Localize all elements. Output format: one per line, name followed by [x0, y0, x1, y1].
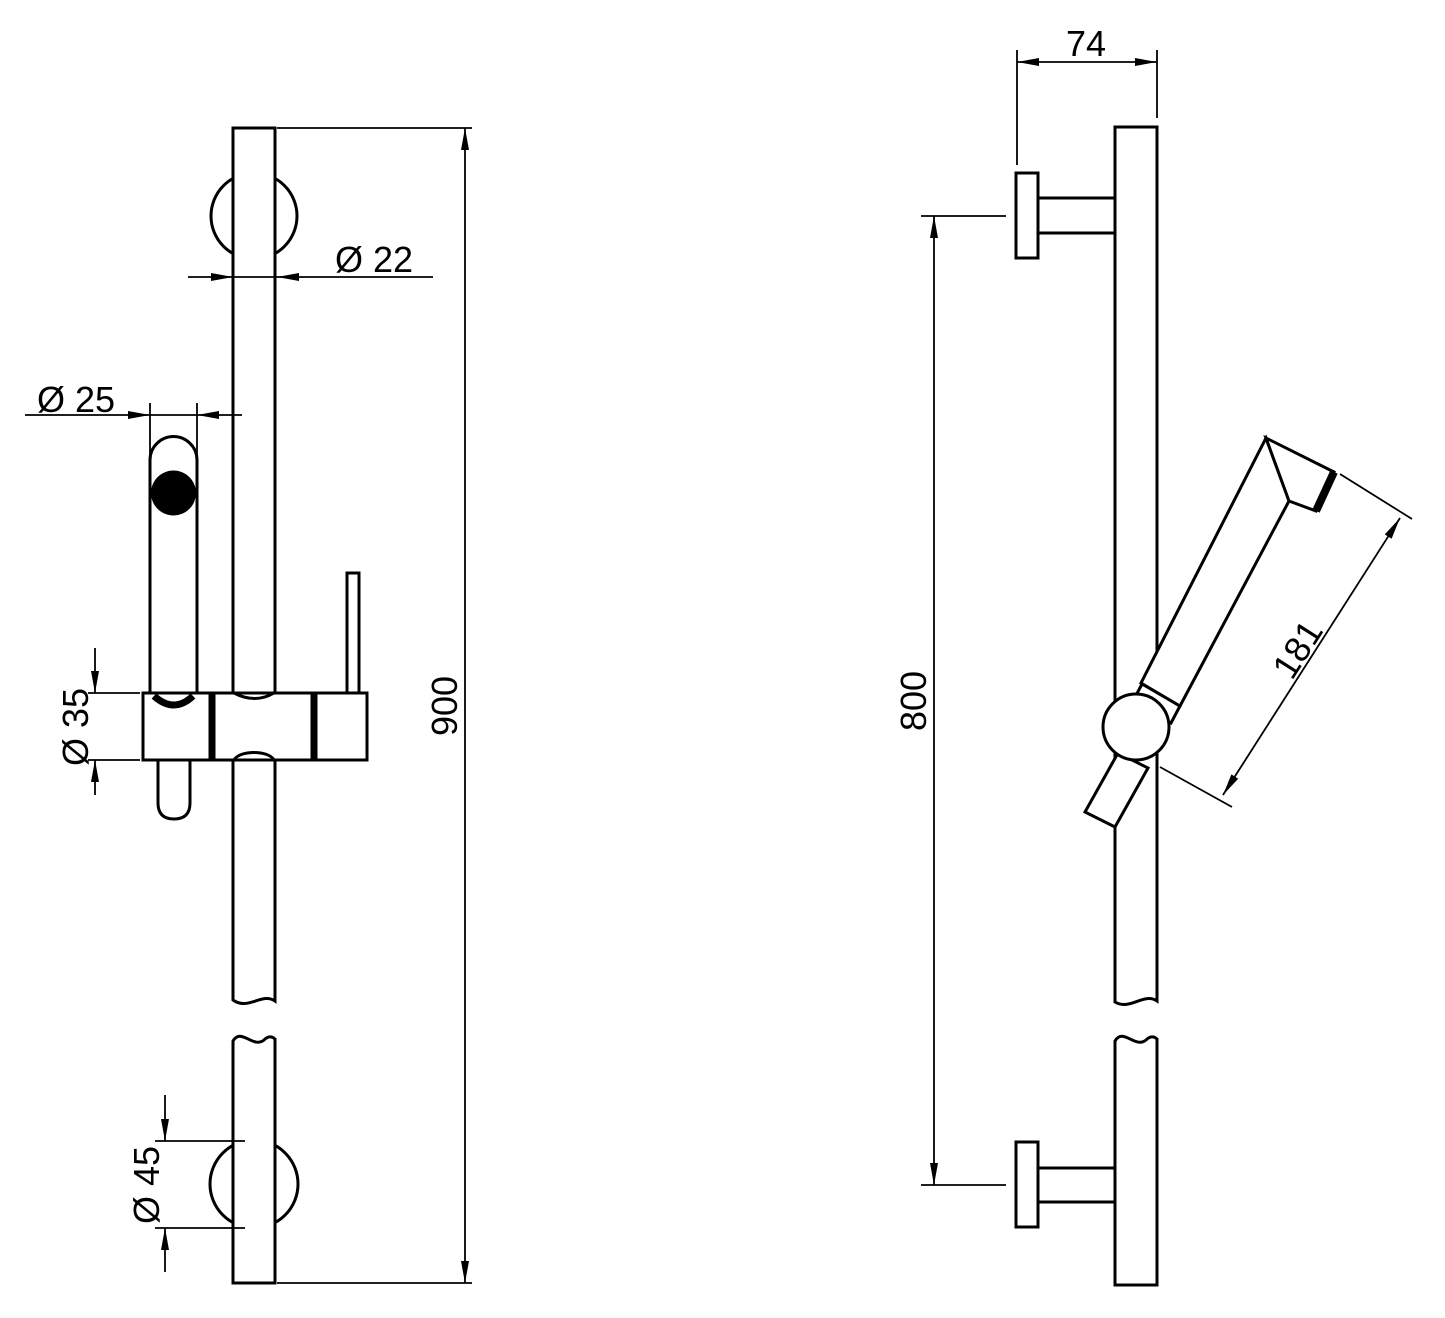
slider-lever: [345, 571, 361, 695]
side-spray-face: [1312, 470, 1338, 513]
rail-diameter-label: Ø 22: [335, 239, 413, 280]
dim-bracket-spacing: 800: [893, 215, 1006, 1186]
rail-sag-top: [232, 691, 276, 700]
side-view: 74 800 181: [893, 23, 1413, 1287]
wall-flange-diameter-label: Ø 45: [126, 1146, 167, 1224]
side-bottom-flange: [1014, 1140, 1040, 1229]
front-rail-upper: [231, 126, 277, 1006]
wall-offset-label: 74: [1066, 23, 1106, 64]
front-rail-lower: [231, 1034, 277, 1285]
side-shower-head: [1263, 434, 1336, 513]
dim-wall-flange-diameter: Ø 45: [126, 1095, 245, 1272]
rail-arch-bottom: [232, 751, 276, 762]
front-view: 900 Ø 22 Ø 25 Ø 35: [25, 126, 472, 1285]
side-rail-upper: [1113, 125, 1159, 1006]
dim-wall-offset: 74: [1016, 23, 1158, 165]
side-pivot-ball: [1101, 692, 1171, 762]
bracket-spacing-label: 800: [893, 671, 934, 731]
side-handle-stub: [1082, 751, 1151, 829]
hand-shower-diameter-label: Ø 25: [37, 379, 115, 420]
hand-shower-length-label: 181: [1264, 613, 1331, 686]
dim-rail-diameter: Ø 22: [188, 239, 433, 281]
dim-hand-shower-diameter: Ø 25: [25, 379, 242, 460]
spray-face: [151, 470, 196, 516]
dim-slider-height: Ø 35: [55, 648, 140, 795]
handle-stub: [156, 758, 192, 821]
side-rail-lower: [1113, 1034, 1159, 1287]
handle-cup-arc: [151, 693, 196, 709]
slider-height-label: Ø 35: [55, 688, 96, 766]
rail-length-label: 900: [424, 676, 465, 736]
side-top-flange: [1014, 171, 1040, 260]
dim-rail-length: 900: [277, 127, 472, 1284]
